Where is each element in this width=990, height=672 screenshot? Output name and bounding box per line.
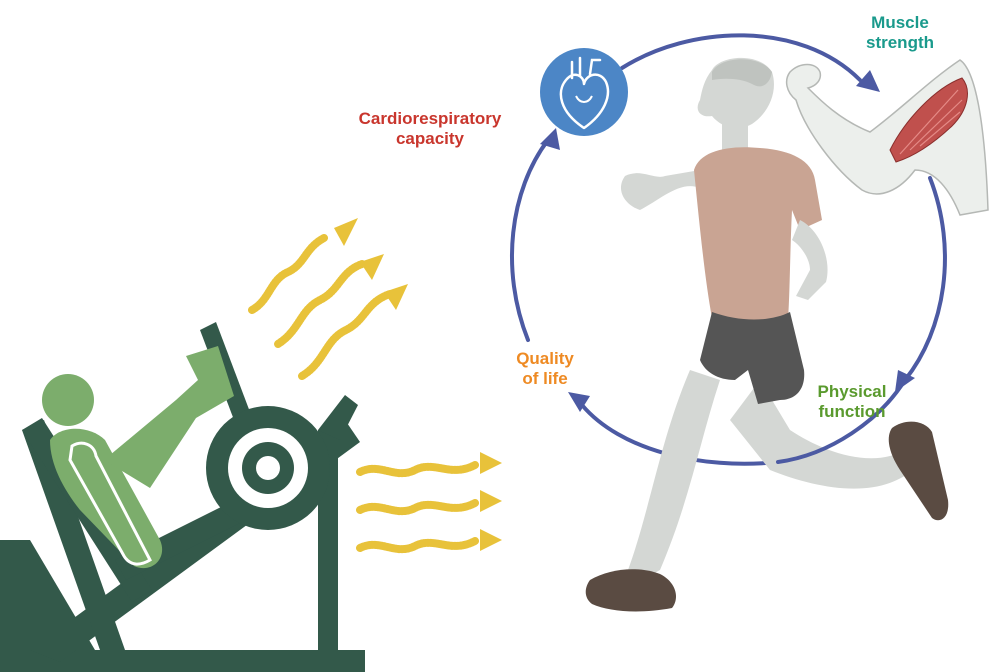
energy-wave-icon xyxy=(360,541,475,549)
label-physical-line2: function xyxy=(802,402,902,422)
label-muscle-strength: Muscle strength xyxy=(850,13,950,53)
back-shoe xyxy=(586,569,676,611)
label-physical-line1: Physical xyxy=(802,382,902,402)
exerciser-head xyxy=(42,374,94,426)
energy-wave-icon xyxy=(360,465,475,473)
cycle-arrow-quality-to-heart xyxy=(512,140,548,340)
label-cardio-line2: capacity xyxy=(330,129,530,149)
heart-icon xyxy=(540,48,628,136)
cycle-arrow-muscle-to-physical xyxy=(905,178,945,380)
label-physical-function: Physical function xyxy=(802,382,902,422)
label-muscle-line2: strength xyxy=(850,33,950,53)
energy-wave-icon xyxy=(252,238,324,310)
label-quality-line2: of life xyxy=(495,369,595,389)
energy-wave-icon xyxy=(360,503,475,511)
label-quality-of-life: Quality of life xyxy=(495,349,595,389)
label-cardio-line1: Cardiorespiratory xyxy=(330,109,530,129)
label-cardiorespiratory-capacity: Cardiorespiratory capacity xyxy=(330,109,530,149)
label-muscle-line1: Muscle xyxy=(850,13,950,33)
label-quality-line1: Quality xyxy=(495,349,595,369)
